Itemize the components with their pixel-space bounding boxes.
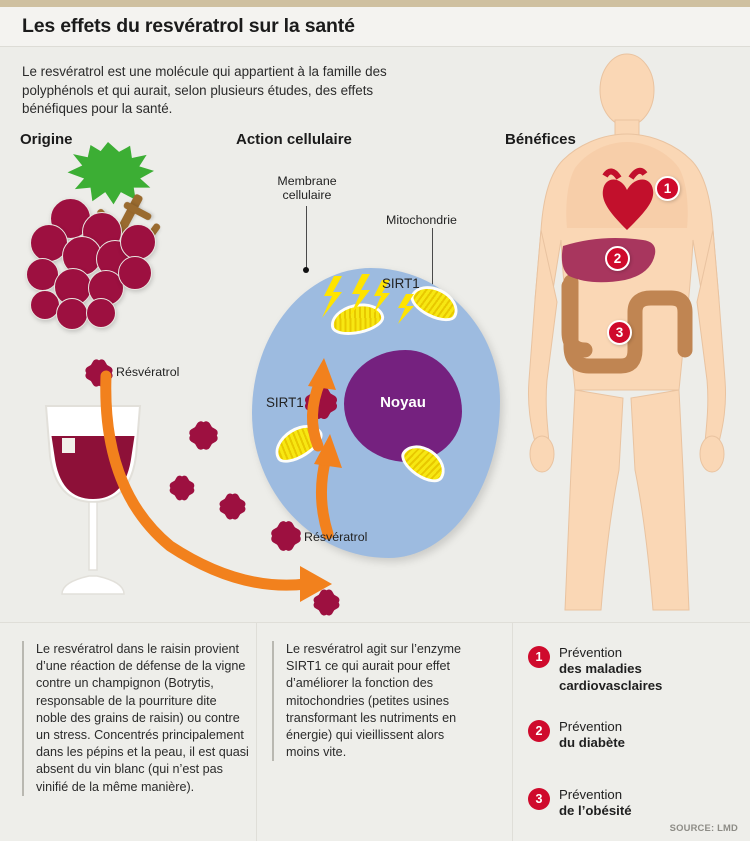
benefit-2-line2: du diabète (559, 735, 625, 751)
glass-highlight (62, 438, 75, 453)
top-accent-bar (0, 0, 750, 7)
benefit-3-line1: Prévention (559, 787, 623, 802)
footer-divider (256, 623, 257, 841)
benefit-1-line1: Prévention (559, 645, 623, 660)
activation-sparks-icon (322, 274, 414, 324)
membrane-label: Membrane cellulaire (277, 174, 337, 202)
organ-marker-3: 3 (607, 320, 632, 345)
benefit-number-2: 2 (528, 720, 550, 742)
membrane-leader-dot (303, 267, 309, 273)
body-head (599, 53, 655, 127)
resveratrol-legend-label-origin: Résvératrol (116, 365, 180, 379)
grape-berry (118, 256, 152, 290)
benefit-item-3: 3 Prévention de l’obésité (528, 787, 632, 820)
organ-heart (602, 179, 654, 230)
footer-text-action: Le resvératrol agit sur l’enzyme SIRT1 c… (272, 641, 472, 762)
body-right-leg (630, 389, 690, 611)
cell-body: Noyau (252, 268, 500, 558)
benefit-2-line1: Prévention (559, 719, 623, 734)
grape-berry (56, 298, 88, 330)
grape-cluster-illustration (10, 140, 200, 375)
resveratrol-molecule-icon (222, 496, 243, 517)
benefit-item-2: 2 Prévention du diabète (528, 719, 625, 752)
body-left-hand (529, 435, 555, 473)
footer-divider (512, 623, 513, 841)
human-body-illustration: 1 2 3 (505, 50, 750, 620)
sirt1-label-top: SIRT1 (382, 276, 420, 291)
grape-berry (26, 258, 59, 291)
body-chest-shade (566, 142, 688, 228)
sirt1-activation-arrows (306, 358, 342, 540)
resveratrol-molecule-icon (274, 524, 298, 548)
nucleus-label: Noyau (380, 394, 426, 411)
organ-intestines (563, 274, 693, 374)
mitochondria-label: Mitochondrie (386, 213, 457, 227)
benefit-item-1: 1 Prévention des maladies cardiovasclair… (528, 645, 662, 694)
organ-marker-2: 2 (605, 246, 630, 271)
grape-berry (86, 298, 116, 328)
mitochondria-leader-line (432, 228, 434, 290)
membrane-leader-line (306, 206, 308, 268)
benefit-1-line2: des maladies (559, 661, 642, 677)
resveratrol-flow-arrow (100, 370, 332, 602)
page-title: Les effets du resvératrol sur la santé (22, 15, 355, 37)
resveratrol-legend-label-cell: Résvératrol (304, 530, 368, 544)
header-bar: Les effets du resvératrol sur la santé (0, 7, 750, 47)
glass-stem (88, 501, 98, 571)
body-left-leg (564, 389, 624, 611)
resveratrol-molecule-icon (316, 592, 337, 613)
organ-marker-1: 1 (655, 176, 680, 201)
benefit-3-line2: de l’obésité (559, 803, 632, 819)
footer-text-origine: Le resvératrol dans le raisin provient d… (22, 641, 250, 796)
body-right-hand (699, 435, 725, 473)
intro-paragraph: Le resvératrol est une molécule qui appa… (22, 64, 387, 116)
section-heading-action-cellulaire: Action cellulaire (236, 131, 352, 148)
grape-berry (120, 224, 156, 260)
source-credit: SOURCE: LMD (669, 822, 738, 833)
benefit-number-3: 3 (528, 788, 550, 810)
grape-berry (30, 224, 68, 262)
section-heading-origine: Origine (20, 131, 73, 148)
sirt1-label-bottom: SIRT1 (266, 395, 304, 410)
section-heading-benefices: Bénéfices (505, 131, 576, 148)
benefit-number-1: 1 (528, 646, 550, 668)
benefit-1-line3: cardiovasclaires (559, 677, 663, 693)
resveratrol-molecule-icon (172, 478, 192, 498)
cell-nucleus: Noyau (344, 350, 462, 462)
glass-base (61, 575, 125, 595)
grape-berry (54, 268, 92, 306)
resveratrol-molecule-icon (192, 424, 215, 447)
footer-panel: Le resvératrol dans le raisin provient d… (0, 622, 750, 841)
